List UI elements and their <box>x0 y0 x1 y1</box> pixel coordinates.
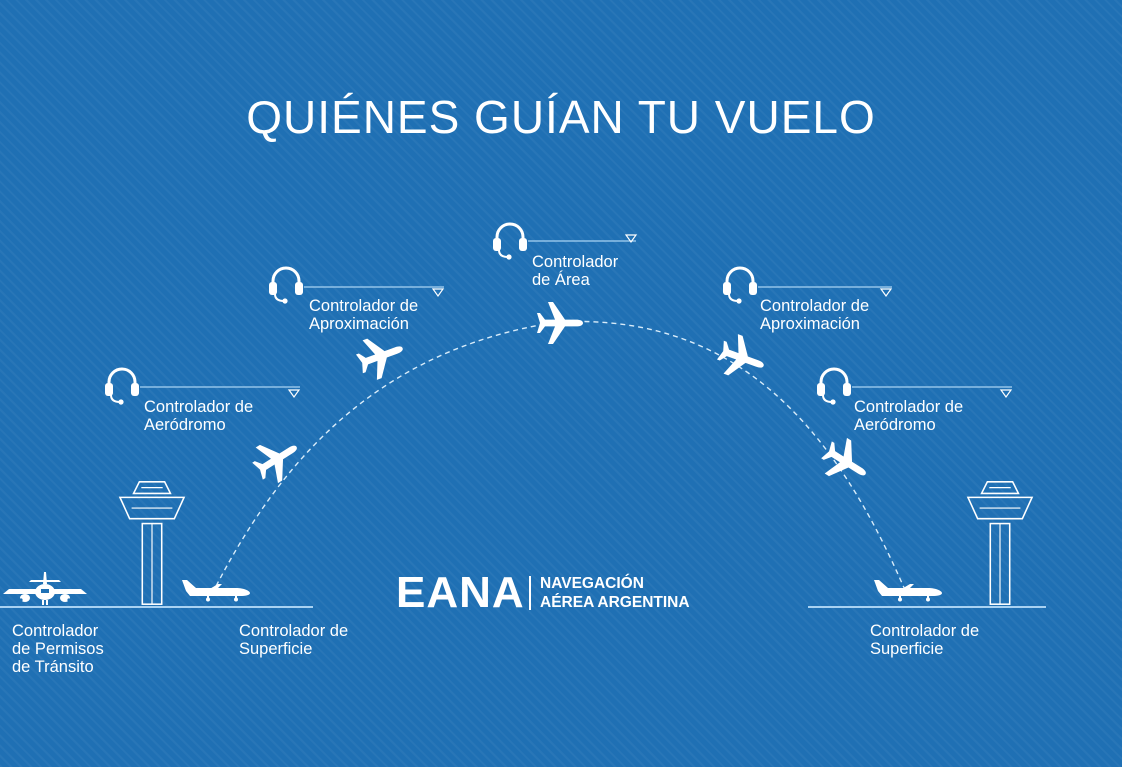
label-line: Controlador de <box>239 622 349 640</box>
logo-name: EANA <box>396 568 525 617</box>
control-tower-icon <box>967 480 1033 606</box>
airplane-icon <box>713 330 771 386</box>
airplane-icon <box>537 302 583 344</box>
airplane-icon <box>352 328 410 384</box>
controller-label-aerodromo-left: Controlador de Aeródromo <box>144 398 253 434</box>
headset-icon <box>721 266 893 305</box>
airplane-icon <box>873 579 943 602</box>
label-line: Aeródromo <box>854 416 936 434</box>
label-line: Superficie <box>870 640 944 658</box>
logo-subtitle-line: NAVEGACIÓN <box>540 575 644 592</box>
controller-label-area: Controlador de Área <box>532 253 618 289</box>
control-tower-icon <box>119 480 185 606</box>
headset-icon <box>267 266 445 305</box>
airplane-icon <box>246 429 308 489</box>
label-line: de Área <box>532 271 590 289</box>
airplane-front-icon <box>3 572 87 605</box>
label-line: Controlador de <box>760 297 870 315</box>
controller-label-aproximacion-left: Controlador de Aproximación <box>309 297 418 333</box>
label-line: de Tránsito <box>12 658 94 676</box>
headset-icon <box>815 367 1013 406</box>
label-line: Controlador de <box>144 398 254 416</box>
page-title: QUIÉNES GUÍAN TU VUELO <box>246 91 876 143</box>
label-line: Superficie <box>239 640 313 658</box>
logo-subtitle: NAVEGACIÓN AÉREA ARGENTINA <box>540 574 690 612</box>
controller-label-transito: Controlador de Permisos de Tránsito <box>12 622 104 676</box>
headset-icon <box>103 367 301 406</box>
headset-icon <box>491 222 638 261</box>
label-line: de Permisos <box>12 640 104 658</box>
controller-label-aproximacion-right: Controlador de Aproximación <box>760 297 869 333</box>
label-line: Controlador de <box>870 622 980 640</box>
label-line: Controlador <box>12 622 99 640</box>
logo-subtitle-line: AÉREA ARGENTINA <box>540 594 690 611</box>
controller-label-superficie-left: Controlador de Superficie <box>239 622 348 658</box>
controller-label-superficie-right: Controlador de Superficie <box>870 622 979 658</box>
label-line: Controlador de <box>854 398 964 416</box>
label-line: Controlador <box>532 253 619 271</box>
label-line: Controlador de <box>309 297 419 315</box>
controller-label-aerodromo-right: Controlador de Aeródromo <box>854 398 963 434</box>
label-line: Aproximación <box>309 315 409 333</box>
label-line: Aproximación <box>760 315 860 333</box>
flight-path <box>211 320 906 595</box>
label-line: Aeródromo <box>144 416 226 434</box>
logo-divider <box>529 576 531 610</box>
airplane-icon <box>181 579 251 602</box>
airplane-icon <box>815 432 877 492</box>
